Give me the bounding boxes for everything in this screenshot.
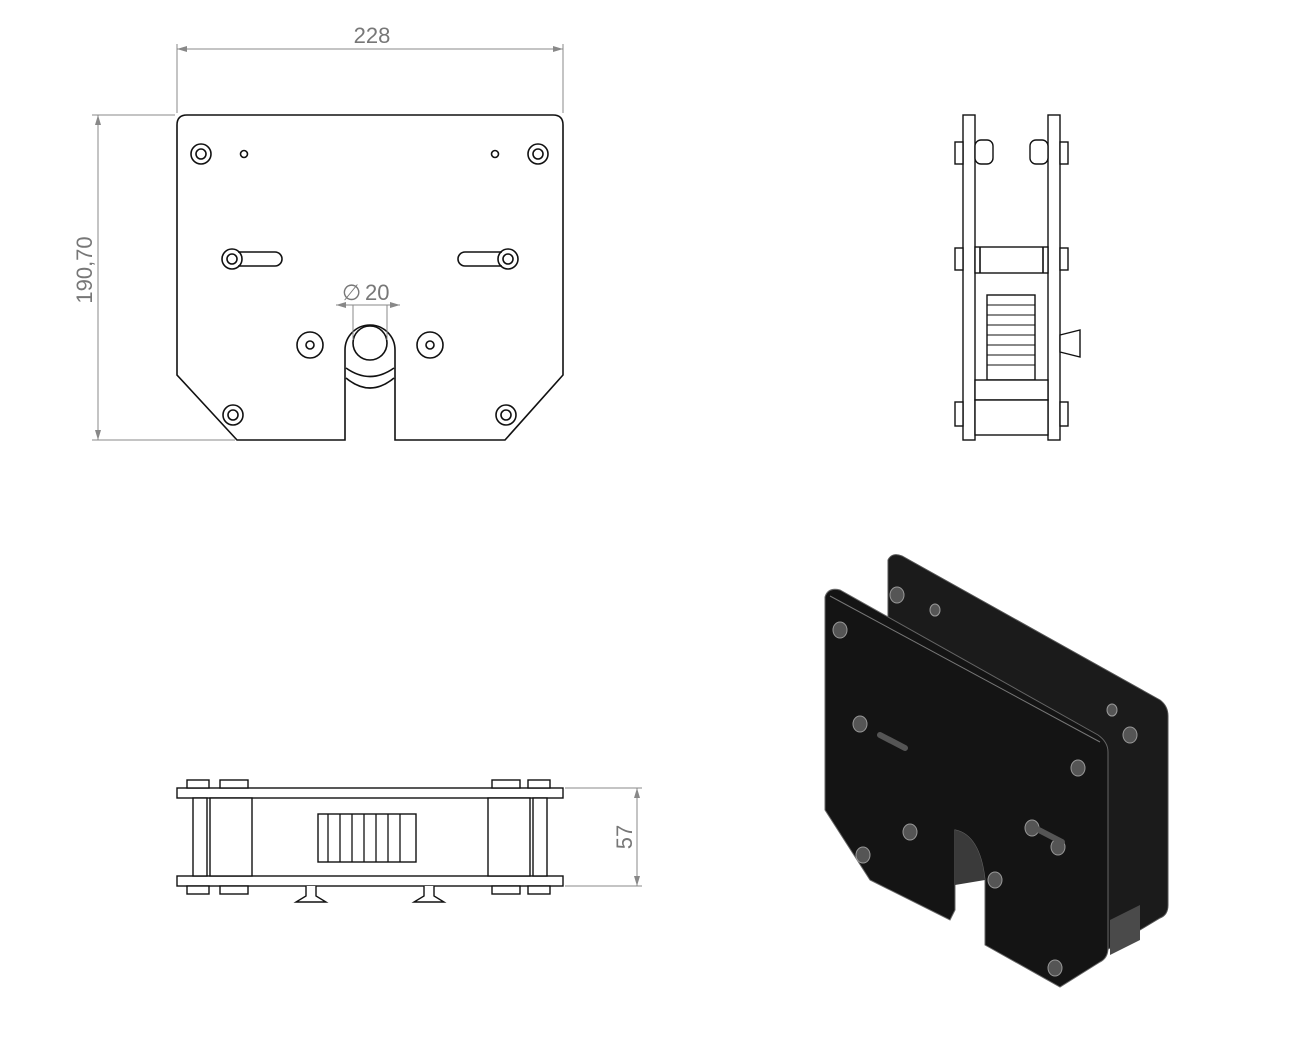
isometric-view [824, 554, 1169, 988]
bottom-view: 57 [176, 779, 642, 903]
bore-diameter-symbol: ∅ [342, 280, 361, 305]
bore-diameter-dimension: 20 [365, 280, 389, 305]
side-view [954, 114, 1081, 441]
front-view: 228 190,70 ∅ 20 [72, 23, 564, 441]
bolt-holes [190, 143, 549, 426]
height-dimension: 190,70 [72, 236, 97, 303]
width-dimension: 228 [354, 23, 391, 48]
thickness-dimension: 57 [612, 825, 637, 849]
